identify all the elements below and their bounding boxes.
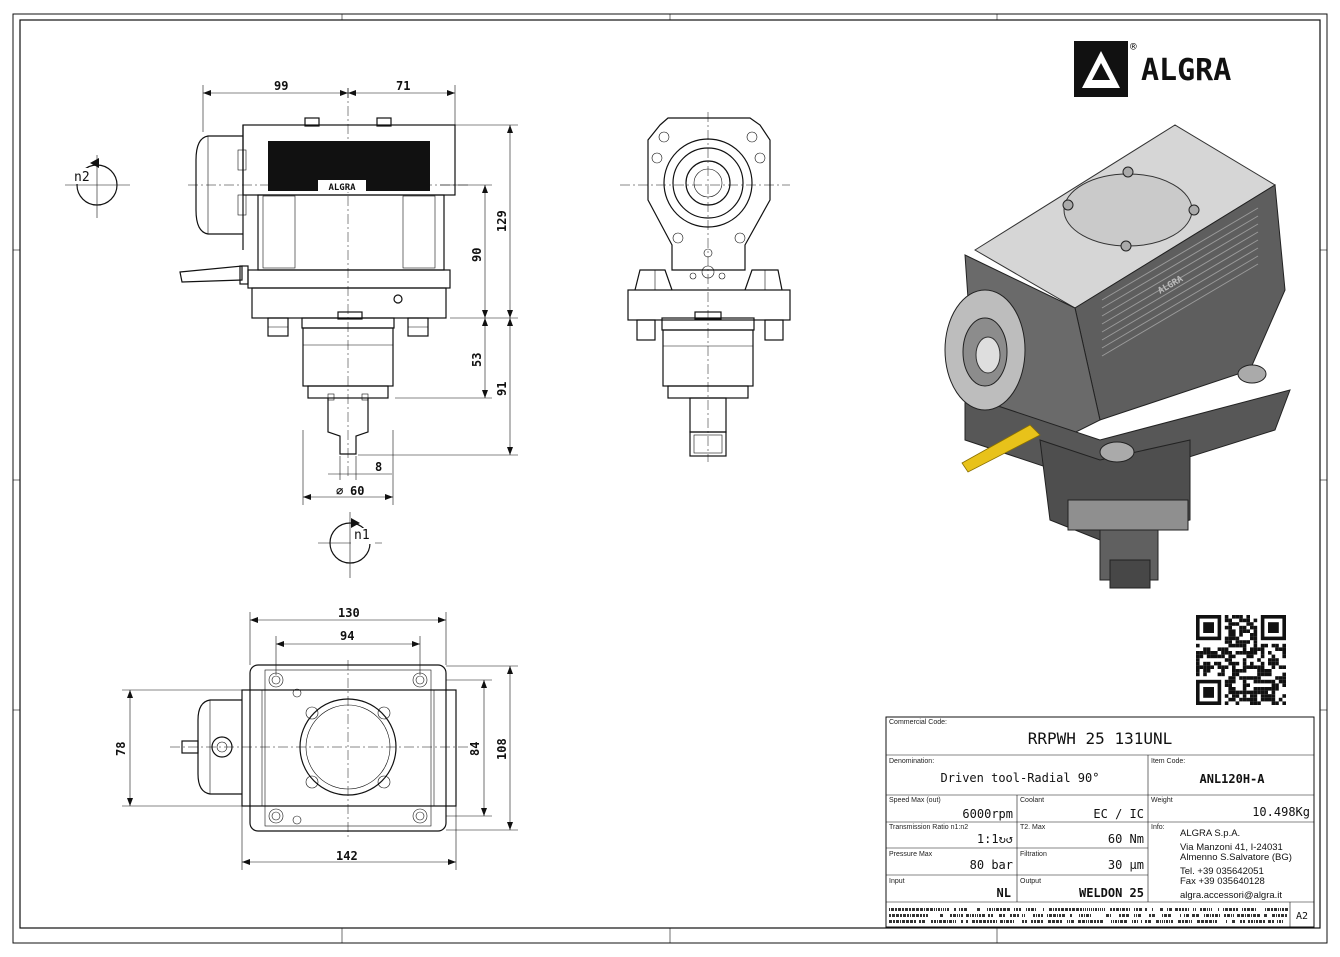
dim-90: 90 xyxy=(470,248,484,262)
info-fax: Fax +39 035640128 xyxy=(1180,876,1265,887)
sheet-size: A2 xyxy=(1296,911,1308,922)
dim-84: 84 xyxy=(468,742,482,756)
info-tel: Tel. +39 035642051 xyxy=(1180,866,1264,877)
coolant-value: EC / IC xyxy=(1093,807,1144,821)
dim-8: 8 xyxy=(375,460,382,474)
filtration-value: 30 μm xyxy=(1108,858,1144,872)
dim-71: 71 xyxy=(396,79,410,93)
speed-value: 6000rpm xyxy=(962,807,1013,821)
title-block: Commercial Code: RRPWH 25 131UNL Denomin… xyxy=(885,716,1315,928)
info-company: ALGRA S.p.A. xyxy=(1180,828,1240,839)
dim-142: 142 xyxy=(336,849,358,863)
info-address2: Almenno S.Salvatore (BG) xyxy=(1180,852,1292,863)
algra-logo: ALGRA ® xyxy=(1074,40,1231,97)
pressure-value: 80 bar xyxy=(970,858,1013,872)
output-value: WELDON 25 xyxy=(1079,886,1144,900)
n2-label: n2 xyxy=(74,170,90,185)
output-label: Output xyxy=(1020,878,1041,885)
qr-code-icon xyxy=(1196,615,1286,705)
item-code-value: ANL120H-A xyxy=(1199,772,1265,786)
dim-60: 60 xyxy=(350,484,364,498)
ratio-value: 1:1↻↺ xyxy=(977,832,1013,846)
dim-78: 78 xyxy=(114,742,128,756)
filtration-label: Filtration xyxy=(1020,851,1047,858)
info-email: algra.accessori@algra.it xyxy=(1180,890,1282,901)
side-view: ALGRA xyxy=(179,79,518,505)
rotation-arrow-icon xyxy=(90,158,99,168)
weight-value: 10.498Kg xyxy=(1252,805,1310,819)
denomination-label: Denomination: xyxy=(889,758,934,765)
dim-130: 130 xyxy=(338,606,360,620)
commercial-code-label: Commercial Code: xyxy=(889,719,947,726)
top-view: 130 94 142 78 84 108 xyxy=(114,606,518,870)
torque-value: 60 Nm xyxy=(1108,832,1144,846)
dim-dia-symbol: ∅ xyxy=(336,484,343,498)
front-view xyxy=(620,112,791,462)
weight-label: Weight xyxy=(1151,797,1173,804)
item-code-label: Item Code: xyxy=(1151,758,1185,765)
torque-label: T2. Max xyxy=(1020,824,1046,831)
engraving-side: ALGRA xyxy=(328,183,356,193)
info-address1: Via Manzoni 41, I-24031 xyxy=(1180,842,1283,853)
rotation-n2-symbol: n2 xyxy=(65,155,130,218)
info-label: Info: xyxy=(1151,824,1165,831)
ratio-label: Transmission Ratio n1:n2 xyxy=(889,824,968,831)
isometric-render: ALGRA xyxy=(944,124,1291,589)
dim-108: 108 xyxy=(495,738,509,760)
fine-print-texture xyxy=(889,908,1288,923)
dim-129: 129 xyxy=(495,210,509,232)
n1-label: n1 xyxy=(354,528,370,543)
rotation-n1-symbol: n1 xyxy=(318,512,382,578)
dim-99: 99 xyxy=(274,79,288,93)
logo-wordmark: ALGRA xyxy=(1141,53,1231,88)
registered-mark: ® xyxy=(1130,40,1137,53)
input-value: NL xyxy=(997,886,1011,900)
dim-94: 94 xyxy=(340,629,354,643)
coolant-pipe-icon xyxy=(961,424,1041,473)
denomination-value: Driven tool-Radial 90° xyxy=(941,771,1100,785)
rotation-arrow-icon xyxy=(351,518,360,528)
frame-ticks xyxy=(13,14,1327,943)
dim-91: 91 xyxy=(495,382,509,396)
speed-label: Speed Max (out) xyxy=(889,797,941,804)
coolant-label: Coolant xyxy=(1020,797,1044,804)
pressure-label: Pressure Max xyxy=(889,851,933,858)
input-label: Input xyxy=(889,878,905,885)
commercial-code-value: RRPWH 25 131UNL xyxy=(1028,729,1173,748)
dim-53: 53 xyxy=(470,353,484,367)
